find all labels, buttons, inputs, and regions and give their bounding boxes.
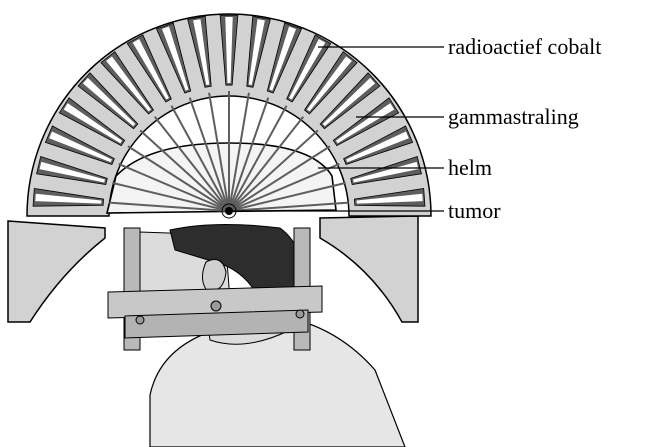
label-tumor: tumor [448,198,501,223]
frame-screw [136,316,144,324]
shell-left-leg [8,221,105,322]
patient-shoulders [150,318,405,447]
tumor-target [225,207,233,215]
label-gamma-radiation: gammastraling [448,104,579,129]
frame-screw [211,301,221,311]
label-radioactive-cobalt: radioactief cobalt [448,34,601,59]
frame-screw [296,310,304,318]
shell-right-leg [320,216,418,322]
label-helmet: helm [448,155,492,180]
